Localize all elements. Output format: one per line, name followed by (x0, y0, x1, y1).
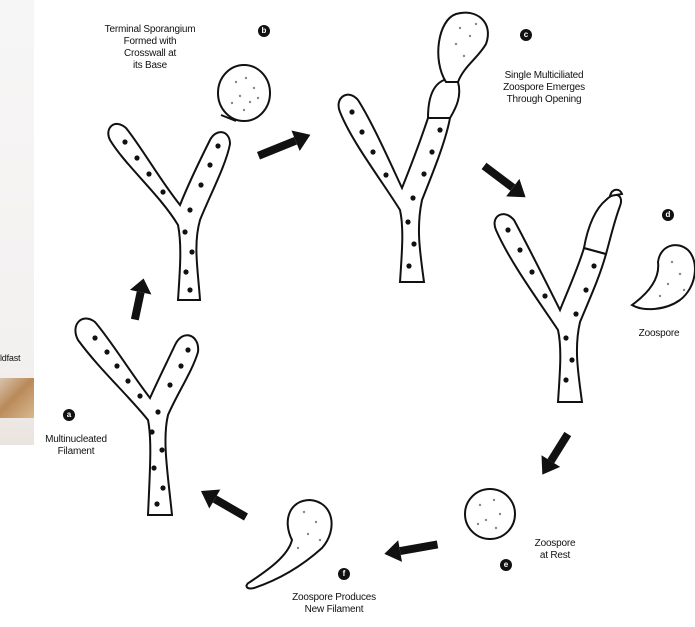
germinating-zoospore-f (247, 500, 332, 588)
arrow-f-to-a (195, 481, 251, 526)
badge-stage-b: b (258, 25, 270, 37)
arrow-b-to-c (254, 125, 314, 166)
filament-d (495, 190, 622, 402)
sporangium-b (218, 65, 270, 121)
label-stage-f: Zoospore Produces New Filament (264, 592, 404, 616)
badge-stage-f: f (338, 568, 350, 580)
filament-a (75, 318, 198, 515)
free-zoospore-d (632, 245, 695, 309)
label-stage-e: Zoospore at Rest (516, 538, 594, 562)
arrow-a-to-b (124, 276, 154, 322)
filament-c (339, 13, 488, 282)
badge-stage-d: d (662, 209, 674, 221)
filament-c-body (339, 95, 450, 282)
arrow-c-to-d (477, 157, 532, 206)
badge-stage-c: c (520, 29, 532, 41)
badge-stage-e: e (500, 559, 512, 571)
filament-b (108, 65, 270, 300)
badge-stage-a: a (63, 409, 75, 421)
label-stage-d: Zoospore (626, 328, 692, 340)
resting-zoospore-e (465, 489, 515, 539)
filament-a-body (75, 318, 198, 515)
label-stage-c: Single Multiciliated Zoospore Emerges Th… (478, 70, 610, 106)
filament-b-body (108, 124, 230, 300)
empty-sporangium-c (428, 80, 459, 118)
sporangium-opening-d (610, 190, 622, 196)
label-stage-b-text: Terminal Sporangium Formed with Crosswal… (92, 24, 208, 72)
arrow-e-to-f (382, 534, 439, 565)
arrow-d-to-e (533, 428, 577, 480)
open-sporangium-d (584, 195, 621, 254)
label-stage-a: Multinucleated Filament (36, 434, 116, 458)
